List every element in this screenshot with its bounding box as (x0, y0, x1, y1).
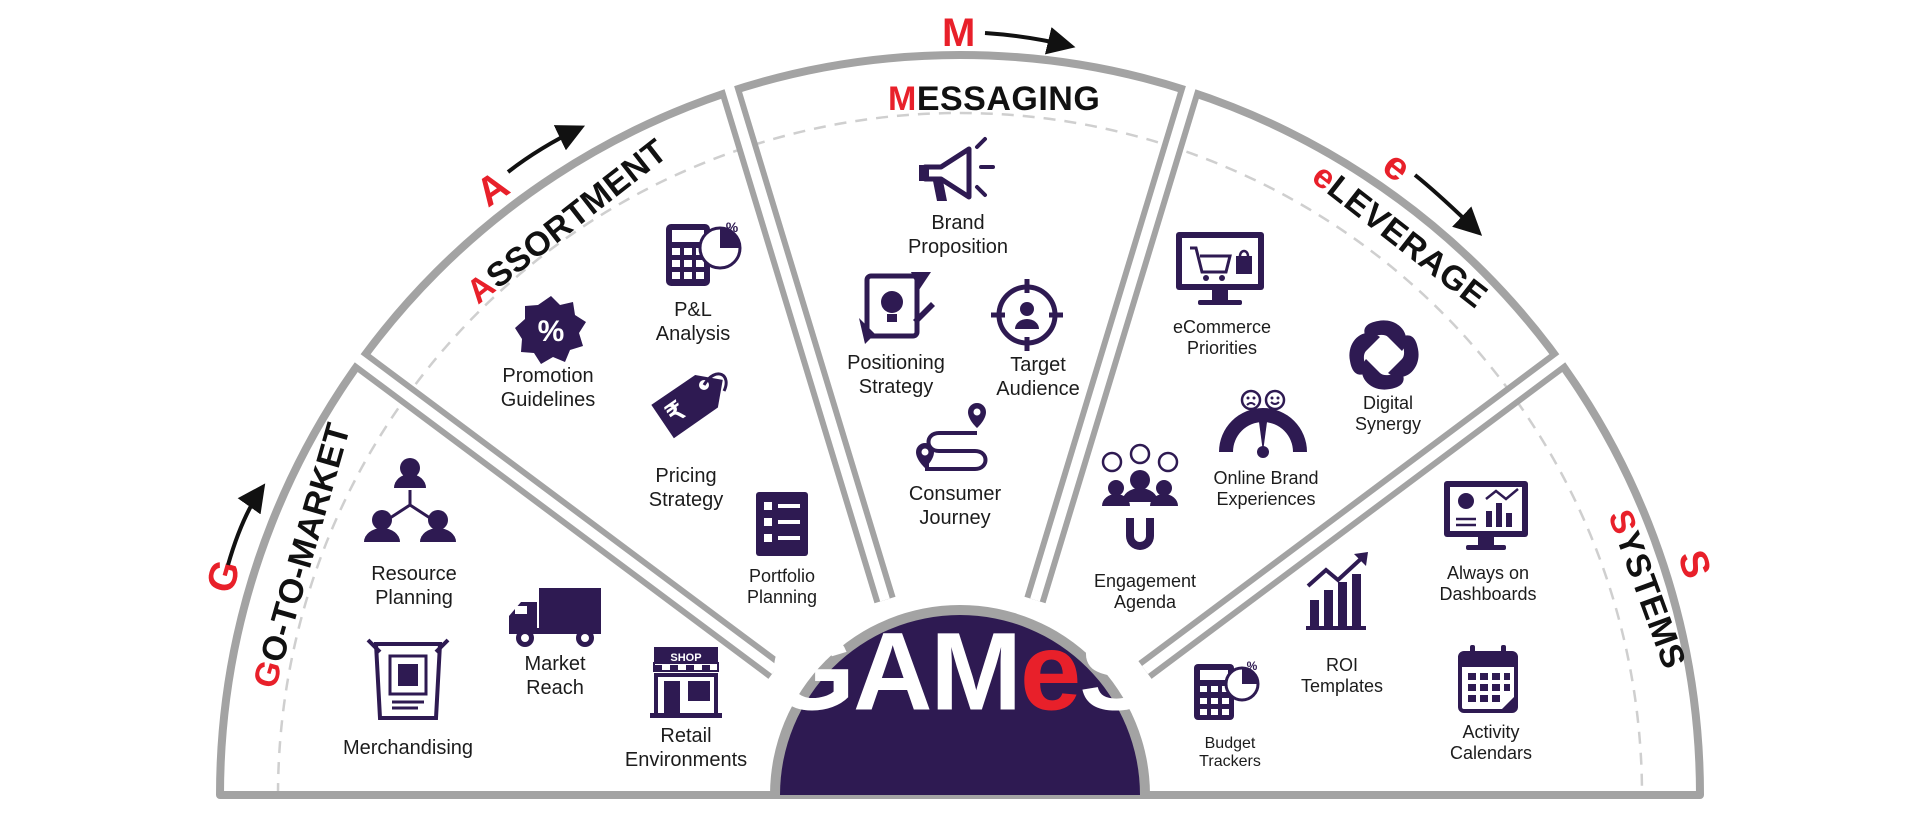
label-engagement-agenda: Engagement Agenda (1093, 571, 1197, 612)
label-pricing-strategy: Pricing Strategy (648, 465, 724, 511)
label-budget-trackers: Budget Trackers (1199, 735, 1261, 770)
label-portfolio-planning: Portfolio Planning (746, 566, 818, 607)
merchandising-icon (366, 638, 450, 720)
arrow-g (226, 483, 266, 566)
pl-analysis-icon: % (666, 219, 742, 286)
label-digital-synergy: Digital Synergy (1354, 393, 1422, 434)
svg-text:%: % (538, 315, 565, 348)
hub-wordmark-e: e (1020, 610, 1081, 734)
roi-templates-icon (1306, 552, 1368, 630)
ecommerce-priorities-icon (1176, 232, 1264, 305)
label-retail-environments: Retail Environments (624, 725, 748, 771)
label-market-reach: Market Reach (524, 653, 586, 699)
letter-s: S (1669, 545, 1719, 583)
svg-text:%: % (726, 219, 739, 235)
label-activity-calendars: Activity Calendars (1449, 722, 1533, 763)
svg-text:%: % (1247, 659, 1258, 673)
promotion-guidelines-icon: % (515, 296, 586, 364)
label-brand-proposition: Brand Proposition (907, 212, 1009, 258)
shop-sign-text: SHOP (670, 652, 701, 664)
online-brand-experiences-icon (1219, 389, 1307, 458)
label-positioning-strategy: Positioning Strategy (847, 352, 945, 398)
portfolio-planning-icon (756, 492, 808, 556)
label-promotion-guidelines: Promotion Guidelines (500, 365, 596, 411)
activity-calendars-icon (1458, 645, 1518, 713)
always-on-dashboards-icon (1444, 481, 1528, 550)
hub-circle (780, 615, 1140, 795)
letter-g: G (198, 555, 249, 597)
hub-wordmark-s: S (1079, 610, 1152, 734)
resource-planning-icon (364, 458, 456, 542)
market-reach-icon (509, 588, 601, 647)
digital-synergy-icon (1349, 320, 1419, 390)
budget-trackers-icon: % (1194, 659, 1260, 720)
arrow-a (506, 125, 586, 174)
label-always-on-dashboards: Always on Dashboards (1439, 563, 1537, 604)
target-audience-icon (991, 279, 1063, 351)
letter-m: M (942, 11, 975, 55)
inner-dashed-arc (276, 111, 1644, 796)
sector-divider-gaps (349, 78, 1571, 675)
retail-environments-icon (650, 647, 722, 718)
label-consumer-journey: Consumer Journey (908, 483, 1002, 529)
consumer-journey-icon (916, 403, 988, 471)
hub-wordmark: GAMeS (769, 609, 1152, 736)
label-merchandising: Merchandising (342, 737, 474, 759)
label-online-brand-experiences: Online Brand Experiences (1213, 468, 1319, 509)
label-pl-analysis: P&L Analysis (655, 299, 731, 345)
pricing-strategy-icon: ₹ (651, 372, 728, 439)
engagement-agenda-icon (1101, 443, 1179, 550)
brand-proposition-icon (919, 137, 995, 201)
positioning-strategy-icon (859, 272, 935, 344)
label-target-audience: Target Audience (996, 354, 1080, 400)
arrow-e (1413, 173, 1483, 236)
label-roi-templates: ROI Templates (1300, 655, 1384, 696)
section-title-messaging: MESSAGING (888, 80, 1100, 118)
label-resource-planning: Resource Planning (371, 563, 457, 609)
arrow-m (984, 27, 1076, 55)
label-ecommerce-priorities: eCommerce Priorities (1172, 317, 1272, 358)
hub-wordmark-gam: GAM (769, 610, 1022, 734)
